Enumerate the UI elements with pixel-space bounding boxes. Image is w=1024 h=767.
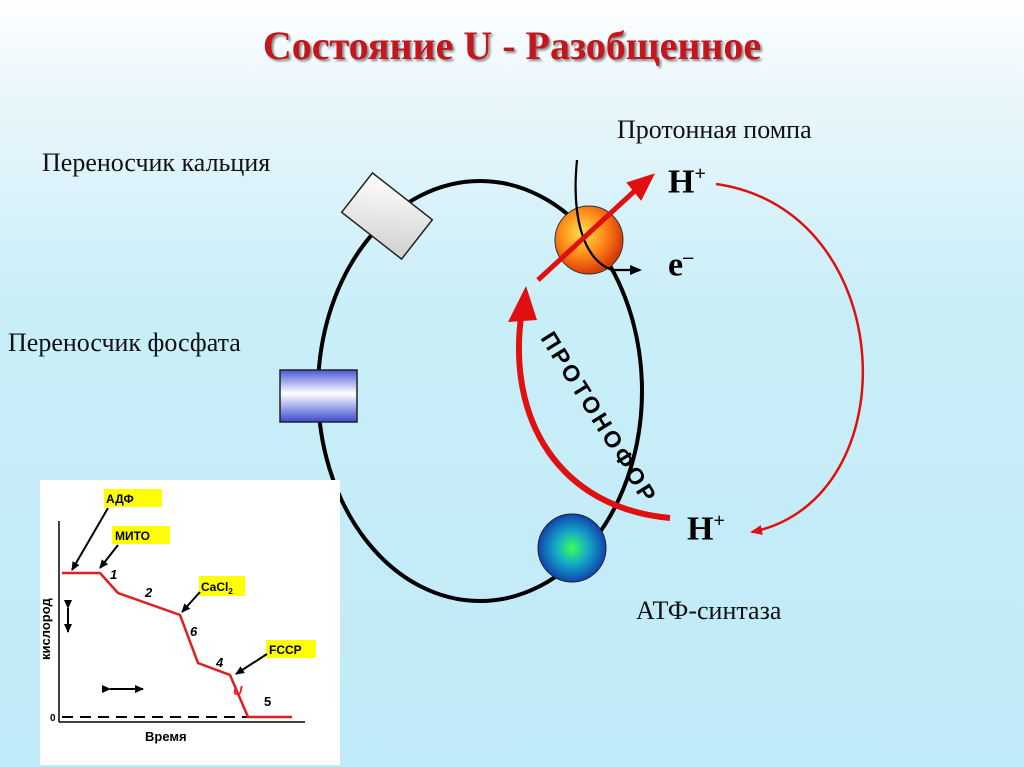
cacl2-callout: CaCl2: [201, 580, 233, 596]
inset-x-axis-label: Время: [145, 729, 187, 744]
segment-label-u: U: [233, 683, 243, 698]
h-plus-top: H+: [668, 163, 706, 201]
phosphate-carrier: [279, 369, 358, 423]
adp-callout: АДФ: [106, 492, 134, 506]
calcium-carrier: [340, 171, 434, 261]
protonophore-arrowhead: [508, 286, 537, 322]
segment-label-1: 1: [110, 567, 117, 582]
proton-pump-arrowhead: [626, 173, 655, 201]
phosphate-carrier-label: Переносчик фосфата: [8, 328, 241, 357]
oxygen-trace-inset: 0 кислород Время АДФ МИТО CaCl2 FCCP 1 2…: [38, 480, 340, 765]
protonophore-arrow: [516, 309, 671, 521]
atp-synthase: [537, 513, 607, 583]
mito-callout-box: [112, 526, 170, 544]
h-plus-bottom: H+: [687, 510, 725, 548]
cacl2-callout-box: [199, 576, 245, 596]
fccp-callout-box: [266, 640, 316, 658]
inset-y-axis-label: кислород: [38, 598, 53, 660]
cacl2-pointer: [181, 591, 201, 613]
proton-pump-label: Протонная помпа: [617, 115, 812, 144]
proton-pump: [554, 205, 624, 275]
adp-callout-box: [104, 489, 162, 507]
mito-callout: МИТО: [115, 529, 150, 543]
inset-zero-label: 0: [50, 713, 56, 724]
fccp-callout: FCCP: [269, 643, 302, 657]
adp-pointer: [71, 507, 109, 571]
fccp-pointer: [235, 653, 268, 675]
proton-return-arc: [715, 182, 865, 535]
electron-path-arrow: [574, 159, 642, 275]
segment-label-4: 4: [215, 655, 224, 670]
oxygen-trace-line: [62, 571, 292, 719]
proton-pump-arrow: [536, 184, 642, 282]
segment-label-2: 2: [144, 585, 153, 600]
segment-label-6: 6: [190, 624, 198, 639]
mito-pointer: [99, 544, 119, 569]
page-title: Состояние U - Разобщенное: [262, 23, 762, 68]
electron-label: e–: [668, 246, 694, 284]
atp-synthase-label: АТФ-синтаза: [636, 596, 782, 625]
segment-label-5: 5: [264, 694, 271, 709]
calcium-carrier-label: Переносчик кальция: [42, 148, 271, 177]
protonophore-label: ПРОТОНОФОР: [536, 327, 663, 509]
